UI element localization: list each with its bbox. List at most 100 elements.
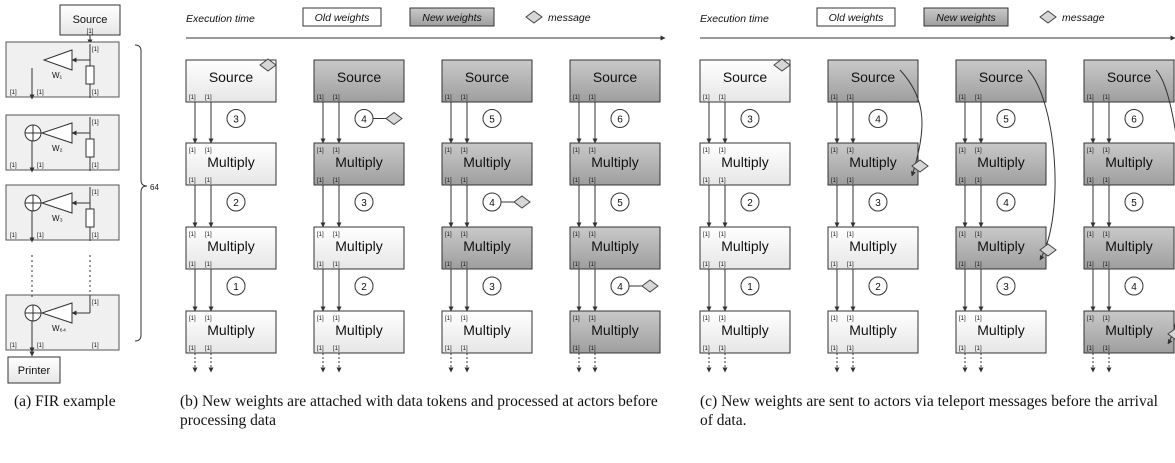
- fir-stage-box: [5, 114, 120, 171]
- multiply-actor: [699, 142, 791, 186]
- token-circle: [740, 192, 760, 212]
- source-label: Source: [723, 69, 768, 85]
- token-number: 2: [747, 198, 753, 209]
- legend-execution-time: Execution time: [186, 13, 255, 25]
- multiply-label: Multiply: [207, 154, 254, 170]
- input-rate: [1]: [975, 148, 982, 154]
- source-actor: [699, 59, 791, 103]
- output-rate: [1]: [1087, 346, 1094, 352]
- token-number: 5: [617, 198, 623, 209]
- token-circle: [740, 109, 760, 128]
- teleport-message-arc: [1155, 69, 1175, 345]
- token-circle: [868, 109, 888, 128]
- input-rate: [1]: [461, 316, 468, 322]
- token-circle: [354, 276, 374, 296]
- source-actor: [441, 59, 533, 103]
- fir-weight-label: W₂: [52, 144, 63, 153]
- legend-new-box: [923, 7, 1009, 27]
- input-rate: [1]: [189, 148, 196, 154]
- token-circle: [1124, 192, 1144, 212]
- multiply-label: Multiply: [463, 154, 510, 170]
- multiply-label: Multiply: [849, 238, 896, 254]
- input-rate: [1]: [317, 316, 324, 322]
- fir-rate: [1]: [92, 90, 99, 96]
- token-circle: [610, 109, 630, 128]
- token-number: 3: [233, 115, 239, 126]
- fir-rate: [1]: [10, 233, 17, 239]
- legend-old-box: [816, 7, 896, 27]
- output-rate: [1]: [333, 95, 340, 101]
- multiply-actor: [955, 142, 1047, 186]
- token-number: 3: [361, 198, 367, 209]
- multiply-actor: [441, 226, 533, 270]
- multiply-label: Multiply: [977, 238, 1024, 254]
- output-rate: [1]: [589, 178, 596, 184]
- output-rate: [1]: [719, 95, 726, 101]
- fir-stage-box: [5, 294, 120, 351]
- input-rate: [1]: [703, 232, 710, 238]
- input-rate: [1]: [831, 316, 838, 322]
- output-rate: [1]: [317, 95, 324, 101]
- output-rate: [1]: [847, 346, 854, 352]
- source-message-icon: [773, 58, 791, 72]
- multiply-actor: [185, 310, 277, 354]
- source-label: Source: [593, 69, 638, 85]
- caption-b: (b) New weights are attached with data t…: [180, 393, 658, 429]
- output-rate: [1]: [831, 346, 838, 352]
- fir-source-rate: [1]: [87, 29, 94, 35]
- multiply-label: Multiply: [591, 238, 638, 254]
- legend-message: message: [548, 12, 591, 24]
- fir-rate: [1]: [37, 163, 44, 169]
- multiply-actor: [569, 226, 661, 270]
- fir-stage-box: [5, 41, 120, 98]
- multiply-actor: [955, 226, 1047, 270]
- input-rate: [1]: [205, 232, 212, 238]
- multiply-label: Multiply: [463, 238, 510, 254]
- token-number: 4: [875, 115, 881, 126]
- output-rate: [1]: [1103, 346, 1110, 352]
- output-rate: [1]: [205, 262, 212, 268]
- fir-rate: [1]: [92, 343, 99, 349]
- legend-old-box: [302, 7, 382, 27]
- fir-rate: [1]: [37, 90, 44, 96]
- attached-message-icon: [385, 111, 403, 126]
- fir-rate: [1]: [37, 233, 44, 239]
- token-circle: [482, 276, 502, 296]
- input-rate: [1]: [975, 232, 982, 238]
- output-rate: [1]: [573, 262, 580, 268]
- multiply-actor: [827, 310, 919, 354]
- output-rate: [1]: [461, 95, 468, 101]
- multiply-label: Multiply: [335, 322, 382, 338]
- fir-printer-box: [7, 356, 61, 384]
- legend-new-box: [409, 7, 495, 27]
- output-rate: [1]: [189, 262, 196, 268]
- multiply-actor: [441, 142, 533, 186]
- output-rate: [1]: [205, 178, 212, 184]
- input-rate: [1]: [461, 232, 468, 238]
- token-circle: [996, 276, 1016, 296]
- output-rate: [1]: [831, 178, 838, 184]
- output-rate: [1]: [205, 346, 212, 352]
- multiply-label: Multiply: [1105, 238, 1152, 254]
- output-rate: [1]: [831, 95, 838, 101]
- output-rate: [1]: [445, 262, 452, 268]
- output-rate: [1]: [1103, 178, 1110, 184]
- input-rate: [1]: [589, 316, 596, 322]
- input-rate: [1]: [831, 232, 838, 238]
- token-number: 1: [233, 282, 239, 293]
- token-circle: [482, 109, 502, 128]
- legend-old-weights: Old weights: [829, 12, 885, 24]
- source-actor: [827, 59, 919, 103]
- multiply-actor: [1083, 142, 1175, 186]
- source-message-icon: [259, 58, 277, 72]
- fir-source-label: Source: [73, 14, 108, 26]
- token-circle: [226, 276, 246, 296]
- output-rate: [1]: [1103, 95, 1110, 101]
- multiply-label: Multiply: [591, 154, 638, 170]
- multiply-label: Multiply: [721, 154, 768, 170]
- multiply-label: Multiply: [463, 322, 510, 338]
- multiply-actor: [313, 310, 405, 354]
- input-rate: [1]: [189, 232, 196, 238]
- fir-source-box: [59, 4, 121, 36]
- output-rate: [1]: [703, 262, 710, 268]
